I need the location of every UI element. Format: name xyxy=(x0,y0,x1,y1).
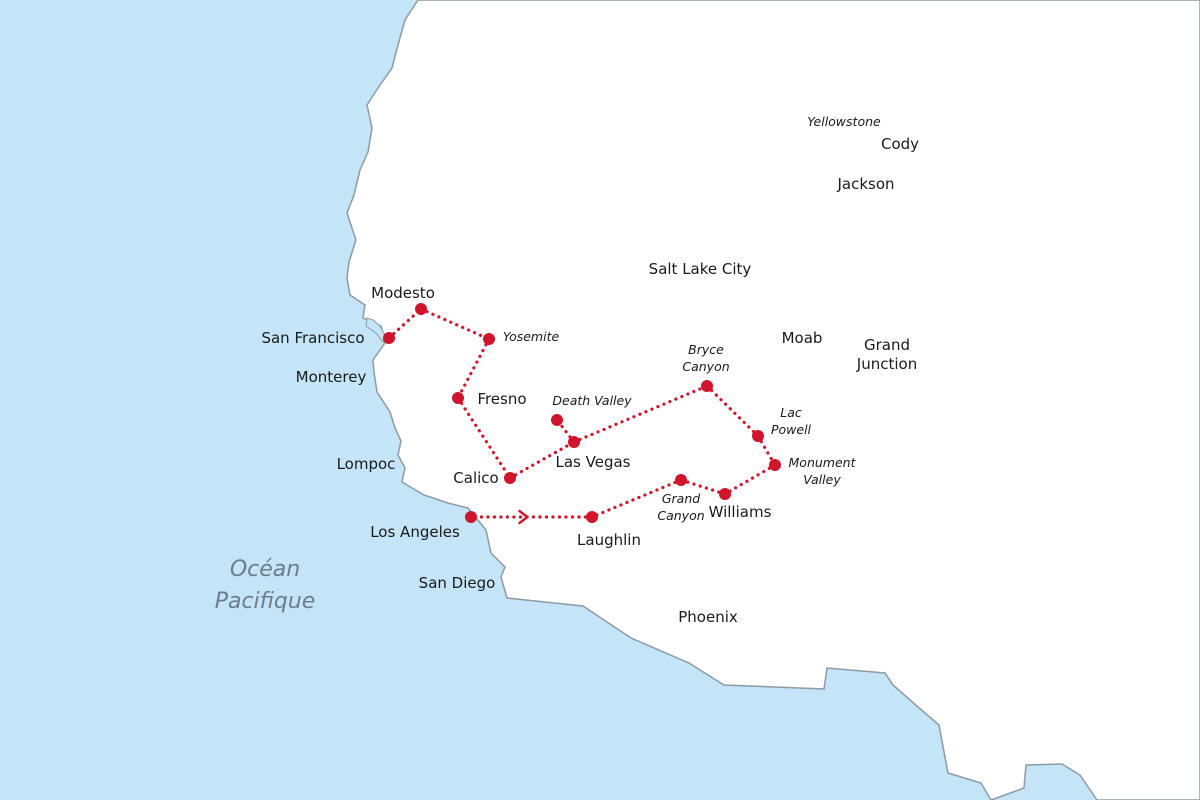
label-los-angeles: Los Angeles xyxy=(370,523,460,541)
label-line: Fresno xyxy=(477,390,526,408)
direction-arrow-icon xyxy=(518,509,529,525)
stop-marker-fresno[interactable] xyxy=(452,392,464,404)
label-las-vegas: Las Vegas xyxy=(556,453,631,471)
land-area xyxy=(346,0,1200,800)
stop-marker-san-francisco[interactable] xyxy=(383,332,395,344)
label-salt-lake-city: Salt Lake City xyxy=(649,260,752,278)
label-cody: Cody xyxy=(881,135,919,153)
label-phoenix: Phoenix xyxy=(678,608,738,626)
label-line: Valley xyxy=(803,472,841,487)
label-line: Las Vegas xyxy=(556,453,631,471)
label-line: Monterey xyxy=(296,368,367,386)
label-line: Cody xyxy=(881,135,919,153)
stop-marker-grand-canyon[interactable] xyxy=(675,474,687,486)
route-segment xyxy=(572,384,709,444)
stop-marker-monument-valley[interactable] xyxy=(769,459,781,471)
label-line: Canyon xyxy=(682,359,729,374)
route-segment xyxy=(508,440,576,480)
stop-marker-williams[interactable] xyxy=(719,488,731,500)
label-line: Powell xyxy=(771,422,812,437)
route-segment xyxy=(456,337,491,400)
label-yosemite: Yosemite xyxy=(503,329,560,344)
label-yellowstone: Yellowstone xyxy=(807,114,881,129)
label-monterey: Monterey xyxy=(296,368,367,386)
label-line: San Diego xyxy=(419,574,496,592)
stop-marker-las-vegas[interactable] xyxy=(568,436,580,448)
stop-marker-los-angeles[interactable] xyxy=(465,511,477,523)
label-line: Calico xyxy=(453,469,498,487)
label-jackson: Jackson xyxy=(836,175,894,193)
stop-marker-bryce-canyon[interactable] xyxy=(701,380,713,392)
ocean-label-line: Océan xyxy=(230,557,300,582)
label-line: Grand xyxy=(864,336,910,354)
label-san-diego: San Diego xyxy=(419,574,496,592)
label-line: Yellowstone xyxy=(807,114,881,129)
label-line: Laughlin xyxy=(577,531,641,549)
label-line: Phoenix xyxy=(678,608,738,626)
stop-marker-modesto[interactable] xyxy=(415,303,427,315)
label-line: Yosemite xyxy=(503,329,560,344)
label-line: Los Angeles xyxy=(370,523,460,541)
label-line: Lac xyxy=(780,405,802,420)
label-line: Grand xyxy=(662,491,700,506)
label-williams: Williams xyxy=(709,503,772,521)
label-san-francisco: San Francisco xyxy=(261,329,364,347)
label-modesto: Modesto xyxy=(371,284,435,302)
route-detour-segment xyxy=(555,418,576,444)
label-line: San Francisco xyxy=(261,329,364,347)
route-segment xyxy=(387,307,423,340)
label-fresno: Fresno xyxy=(477,390,526,408)
stop-marker-laughlin[interactable] xyxy=(586,511,598,523)
label-laughlin: Laughlin xyxy=(577,531,641,549)
ocean-label-line: Pacifique xyxy=(215,589,316,614)
label-moab: Moab xyxy=(782,329,823,347)
route-segment xyxy=(456,396,512,480)
label-line: Death Valley xyxy=(552,393,632,408)
route-segment xyxy=(419,307,491,341)
stop-marker-death-valley[interactable] xyxy=(551,414,563,426)
label-line: Modesto xyxy=(371,284,435,302)
label-line: Monument xyxy=(789,455,857,470)
label-line: Lompoc xyxy=(337,455,396,473)
label-calico: Calico xyxy=(453,469,498,487)
label-line: Junction xyxy=(856,355,917,373)
route-segment xyxy=(705,384,760,438)
stop-marker-lac-powell[interactable] xyxy=(752,430,764,442)
label-line: Jackson xyxy=(836,175,894,193)
label-line: Salt Lake City xyxy=(649,260,752,278)
label-line: Williams xyxy=(709,503,772,521)
stop-marker-yosemite[interactable] xyxy=(483,333,495,345)
label-line: Moab xyxy=(782,329,823,347)
label-lompoc: Lompoc xyxy=(337,455,396,473)
label-line: Canyon xyxy=(657,508,704,523)
label-death-valley: Death Valley xyxy=(552,393,632,408)
route xyxy=(383,303,781,525)
route-segment xyxy=(679,478,727,496)
label-line: Bryce xyxy=(688,342,724,357)
stop-marker-calico[interactable] xyxy=(504,472,516,484)
